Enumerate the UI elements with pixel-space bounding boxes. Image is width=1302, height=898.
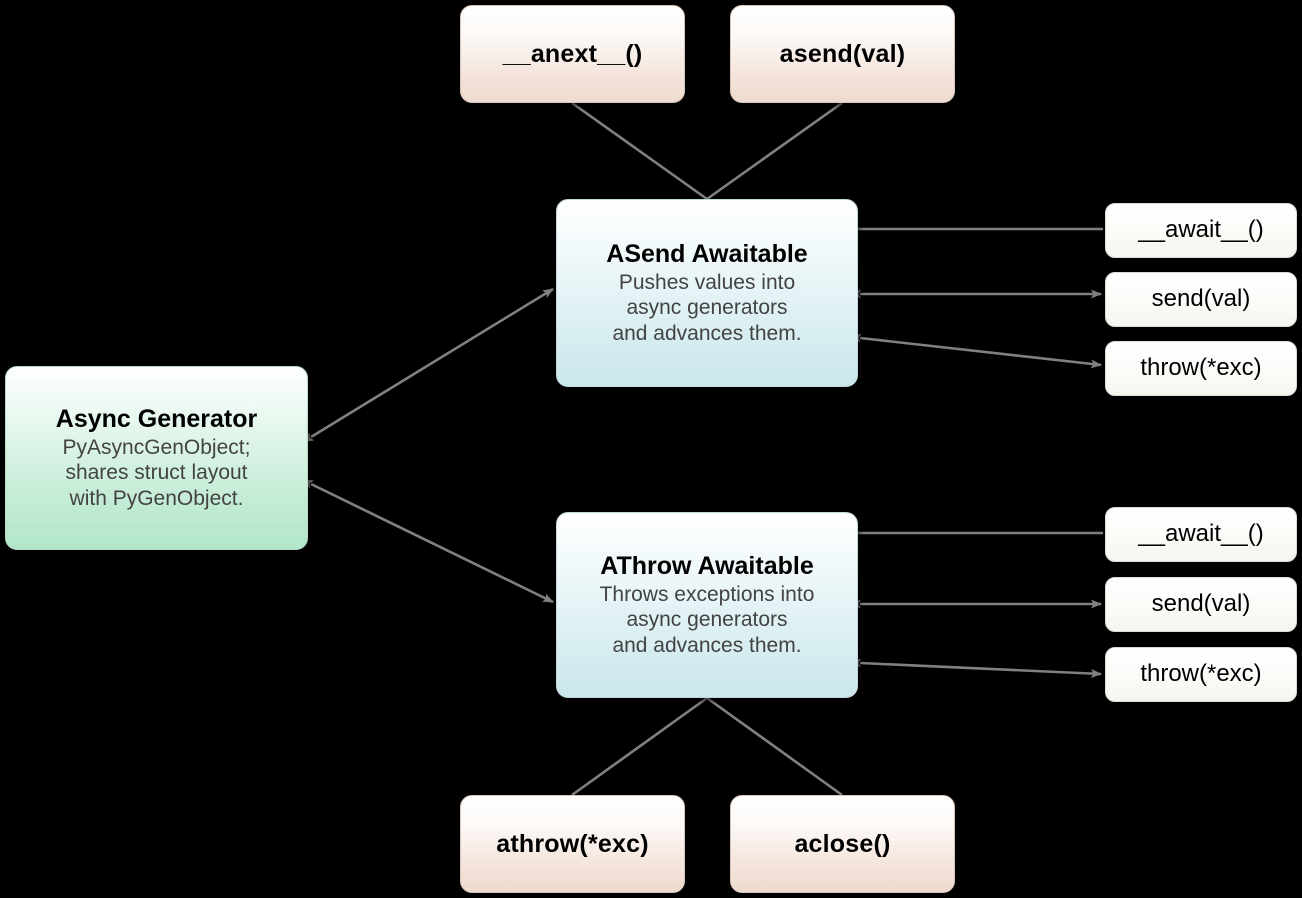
node-title: ASend Awaitable <box>606 240 808 269</box>
node-label: athrow(*exc) <box>496 830 649 858</box>
node-label: __await__() <box>1138 216 1264 244</box>
node-label: __anext__() <box>502 40 643 68</box>
node-asend-awaitable[interactable]: ASend Awaitable Pushes values into async… <box>556 199 858 387</box>
edge-athrow-throw <box>850 658 1102 679</box>
node-label: aclose() <box>794 830 891 858</box>
edge-asend-method-to-asend <box>706 101 843 201</box>
node-description: Pushes values into async generators and … <box>612 271 802 345</box>
node-slot-athrow-throw[interactable]: throw(*exc) <box>1105 647 1297 702</box>
node-title: Async Generator <box>55 405 258 434</box>
node-slot-athrow-send[interactable]: send(val) <box>1105 577 1297 632</box>
node-label: asend(val) <box>779 40 906 68</box>
node-label: throw(*exc) <box>1140 354 1262 382</box>
node-slot-asend-throw[interactable]: throw(*exc) <box>1105 341 1297 396</box>
edge-athrow-method-to-athrow <box>571 696 708 797</box>
node-athrow-awaitable[interactable]: AThrow Awaitable Throws exceptions into … <box>556 512 858 698</box>
node-title: AThrow Awaitable <box>600 552 814 581</box>
node-label: send(val) <box>1151 590 1251 618</box>
edge-root-to-athrow <box>302 479 554 604</box>
node-async-generator[interactable]: Async Generator PyAsyncGenObject; shares… <box>5 366 308 550</box>
edge-anext-to-asend <box>571 101 708 201</box>
node-slot-asend-send[interactable]: send(val) <box>1105 272 1297 327</box>
node-description: PyAsyncGenObject; shares struct layout w… <box>62 436 251 510</box>
edge-asend-throw <box>850 333 1102 369</box>
node-method-anext[interactable]: __anext__() <box>460 5 685 103</box>
node-label: throw(*exc) <box>1140 660 1262 688</box>
node-description: Throws exceptions into async generators … <box>599 583 815 657</box>
edge-root-to-asend <box>302 287 554 443</box>
node-method-athrow[interactable]: athrow(*exc) <box>460 795 685 893</box>
node-label: send(val) <box>1151 285 1251 313</box>
node-method-asend[interactable]: asend(val) <box>730 5 955 103</box>
node-slot-asend-await[interactable]: __await__() <box>1105 203 1297 258</box>
edge-aclose-to-athrow <box>706 696 843 797</box>
node-method-aclose[interactable]: aclose() <box>730 795 955 893</box>
node-slot-athrow-await[interactable]: __await__() <box>1105 507 1297 562</box>
node-label: __await__() <box>1138 520 1264 548</box>
